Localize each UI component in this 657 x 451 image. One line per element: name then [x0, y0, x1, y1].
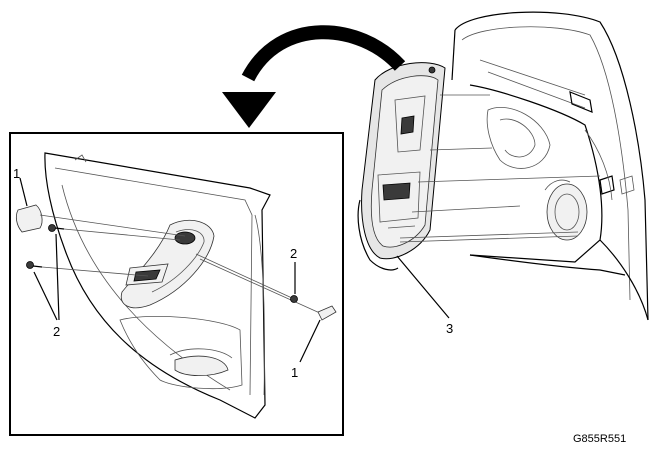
clip-lower [317, 305, 337, 321]
figure-code: G855R551 [573, 433, 626, 445]
alignment-lines [399, 94, 601, 243]
leader-2-b [33, 271, 58, 321]
speaker-opening [546, 183, 588, 241]
leader-1-lower [299, 319, 321, 363]
screw-lower [26, 261, 149, 277]
screw-right [195, 253, 323, 315]
leader-2-a [55, 233, 60, 321]
clip-upper [15, 204, 186, 237]
door-trim-panel [357, 62, 446, 271]
leader-1-upper [19, 177, 28, 207]
callout-1-upper: 1 [13, 166, 20, 181]
screw-upper [48, 224, 181, 241]
callout-1-lower: 1 [291, 365, 298, 380]
leader-3 [396, 255, 450, 319]
callout-2-right: 2 [290, 246, 297, 261]
callout-3: 3 [446, 321, 453, 336]
door-frame [451, 11, 649, 321]
curved-arrow-icon [222, 25, 406, 128]
callout-2-left: 2 [53, 324, 60, 339]
inset-trim-panel [44, 152, 271, 419]
